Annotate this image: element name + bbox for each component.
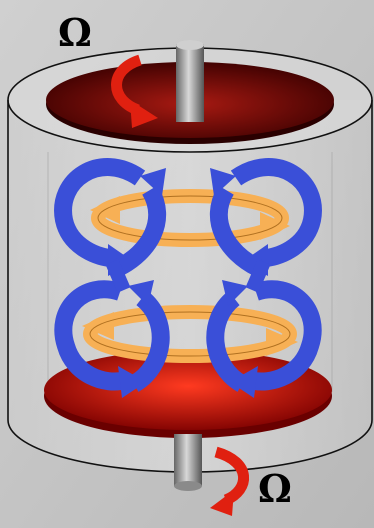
bottom-shaft-end (174, 481, 202, 491)
omega-bottom-label: Ω (258, 466, 292, 511)
top-shaft-front (176, 44, 204, 122)
omega-top-label: Ω (58, 10, 92, 55)
bottom-shaft (174, 434, 202, 486)
top-shaft-top (176, 40, 204, 50)
